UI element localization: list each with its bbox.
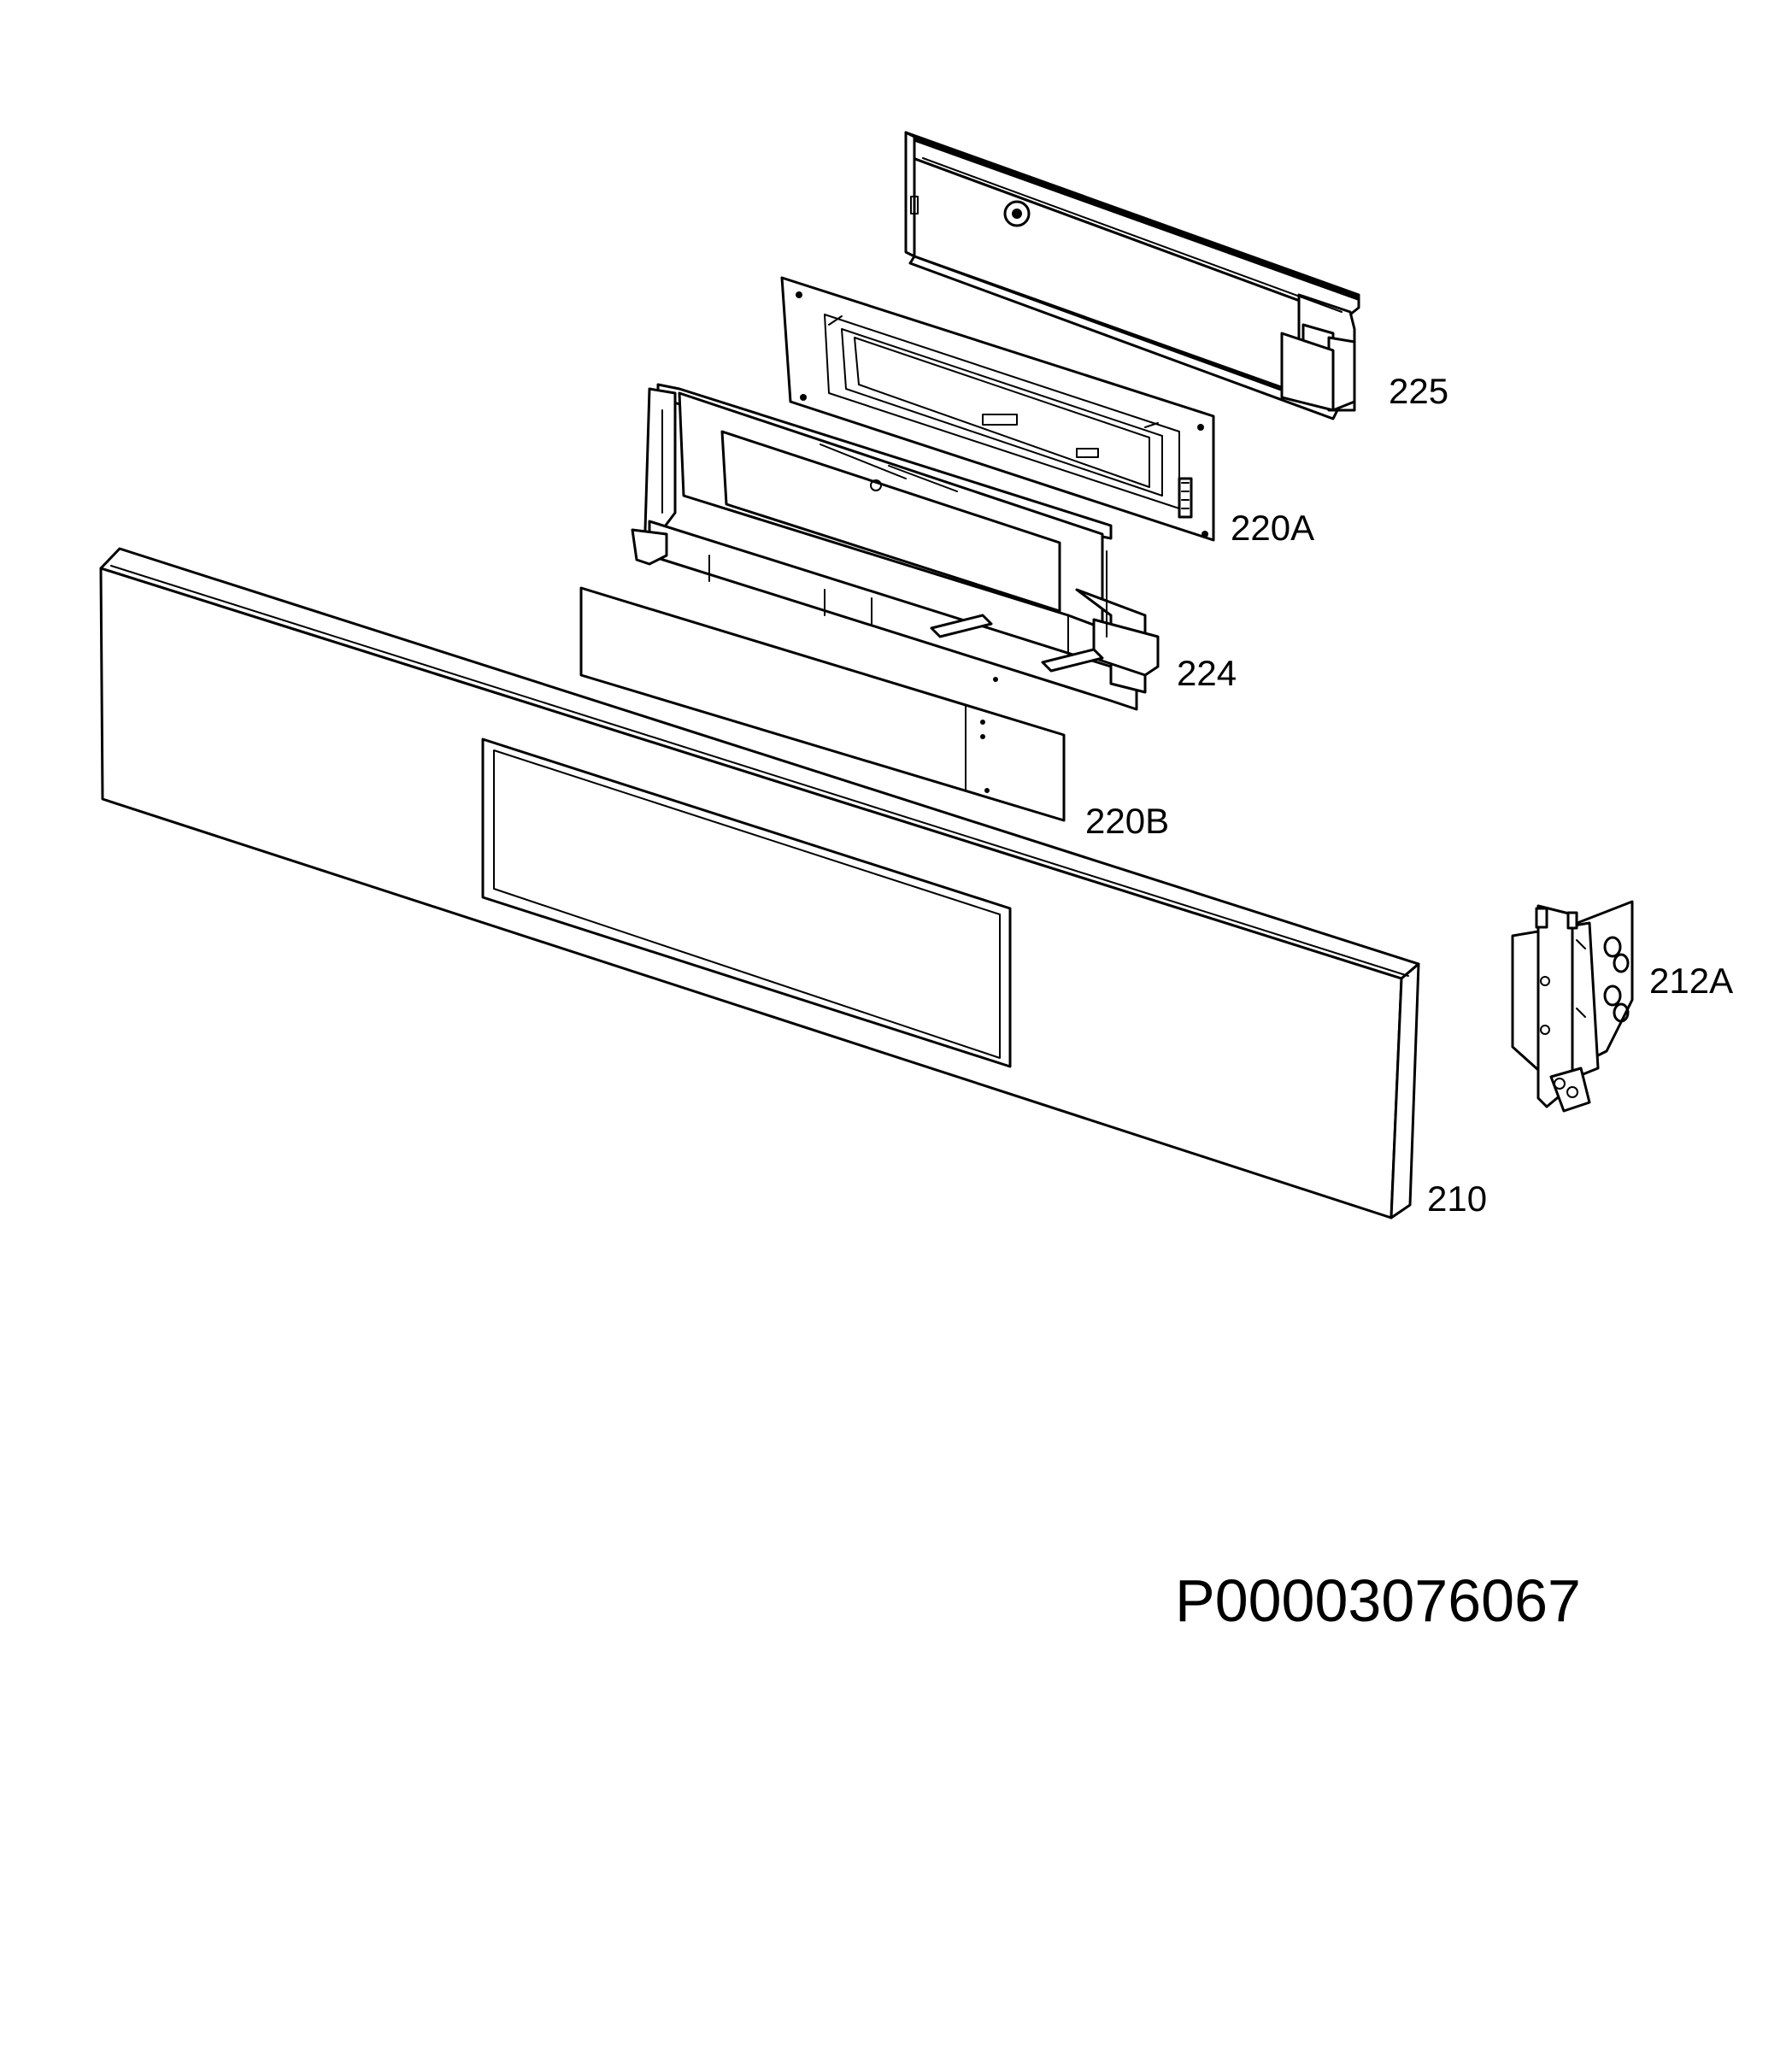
label-210: 210: [1427, 1178, 1487, 1219]
drawing-code: P00003076067: [1175, 1567, 1581, 1634]
label-220B: 220B: [1085, 801, 1169, 841]
part-210-control-panel: [99, 547, 1420, 1219]
part-220A-display-board: [780, 276, 1215, 542]
label-225: 225: [1389, 371, 1448, 411]
label-212A: 212A: [1649, 961, 1733, 1001]
label-224: 224: [1177, 653, 1237, 693]
part-225-rear-cover: [904, 131, 1360, 420]
part-224-display-frame: [631, 383, 1160, 711]
part-220B-touch-foil: [579, 586, 1066, 822]
label-220A: 220A: [1231, 508, 1314, 548]
part-212A-hinge-bracket: [1511, 900, 1634, 1113]
